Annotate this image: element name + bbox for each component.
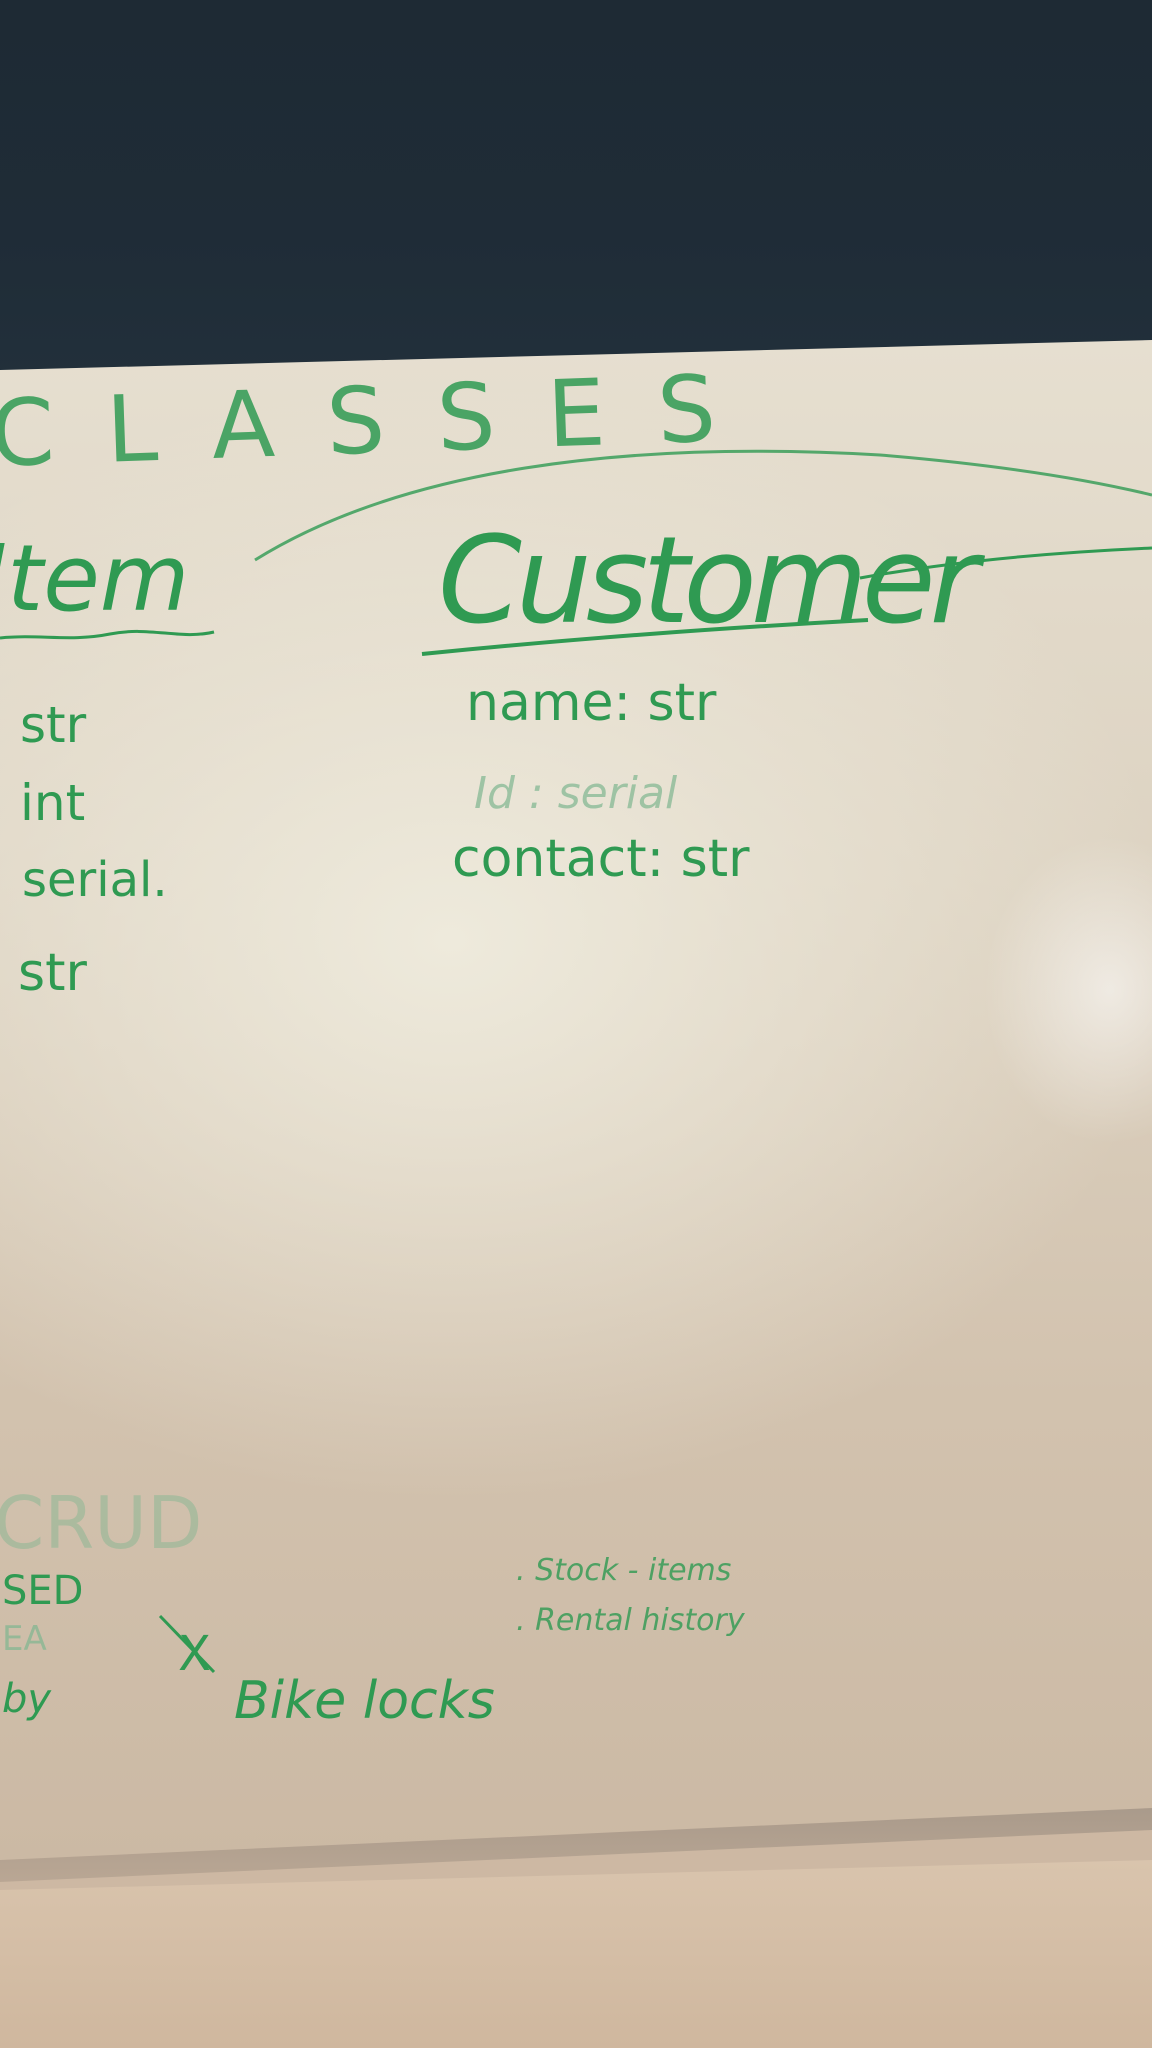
item-attr-4: str [18,943,87,1003]
customer-connector-line [859,546,1152,580]
dark-wall [0,0,1152,390]
crud-sub-1: SED [2,1568,83,1614]
stock-items-note: . Stock - items [516,1553,731,1588]
x-mark: X [178,1626,211,1682]
item-class-title: Item [0,525,189,632]
customer-attr-contact: contact: str [452,829,750,889]
x-mark-stroke [158,1614,216,1674]
crud-sub-3: by [2,1676,52,1722]
crud-note: CRUD [0,1481,202,1565]
customer-attr-id: Id : serial [474,768,678,819]
heading-curve [254,449,1152,562]
customer-attr-name: name: str [466,673,717,733]
floor-area [0,1860,1152,2048]
rental-history-note: . Rental history [516,1603,746,1638]
crud-sub-2: EA [2,1619,47,1659]
item-attr-1: str [20,696,87,754]
heading-classes: CLASSES [0,354,769,488]
item-attr-3: serial. [22,852,168,908]
bike-locks-note: Bike locks [234,1671,495,1731]
item-attr-2: int [20,774,85,832]
item-title-underline [0,629,215,640]
customer-title-underline [421,618,869,656]
whiteboard-surface [0,340,1152,1860]
